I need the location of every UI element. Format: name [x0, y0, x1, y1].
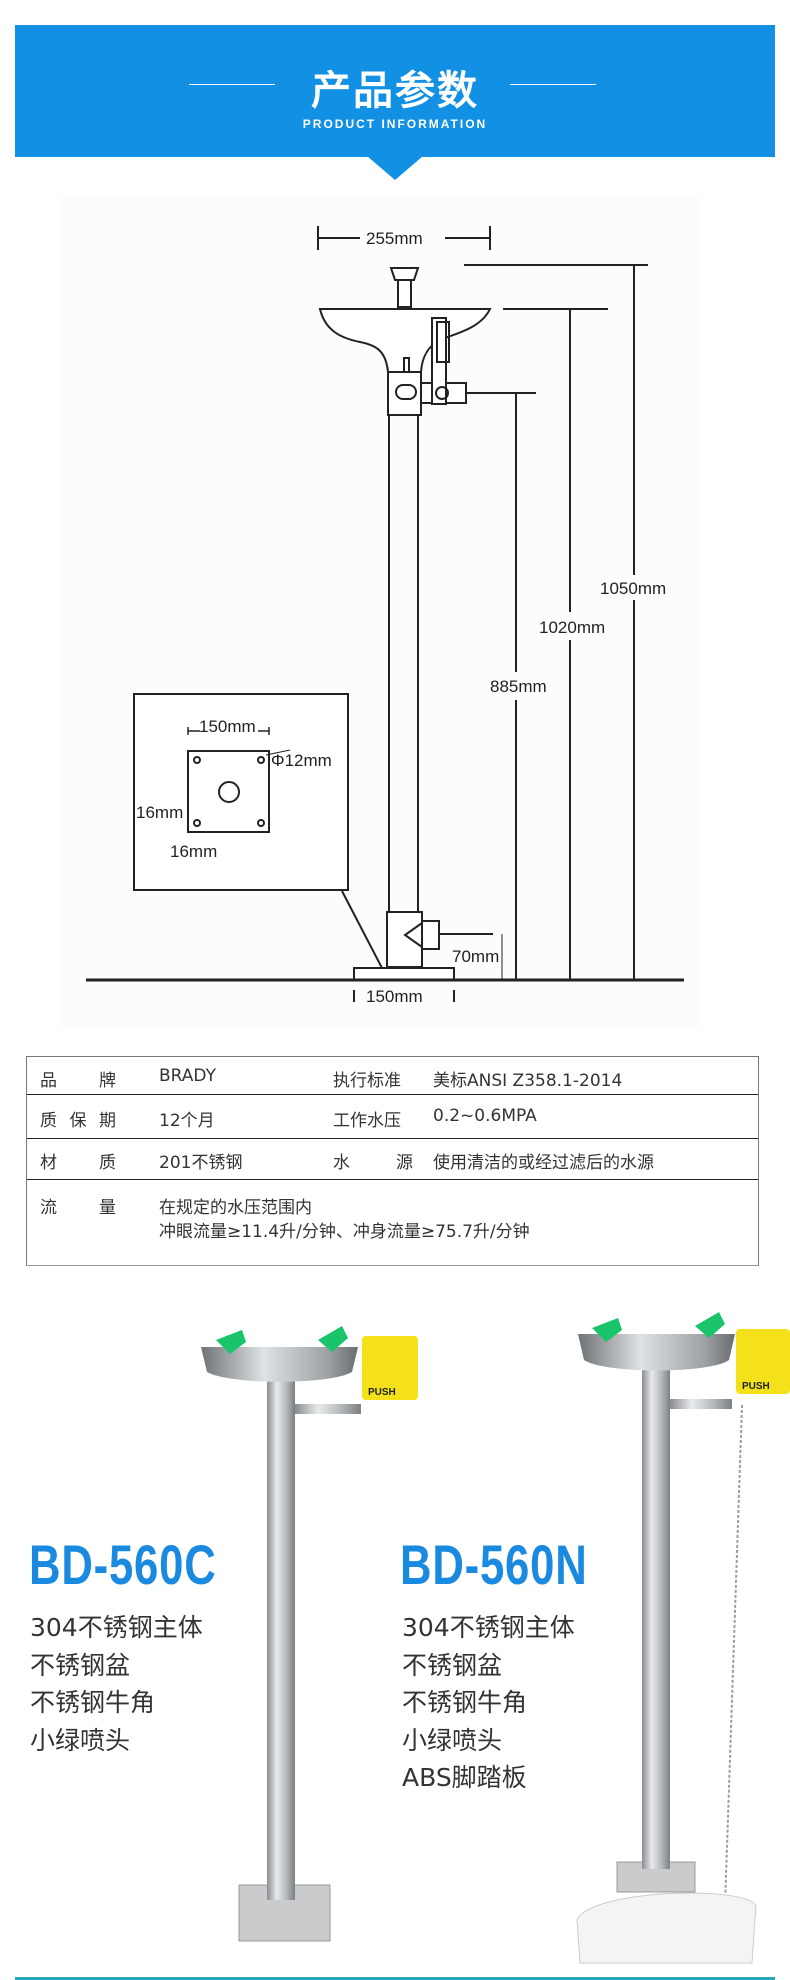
- feature-item: 不锈钢盆: [30, 1650, 131, 1680]
- pull-chain: [723, 1404, 743, 1936]
- dim-height-total: 1050mm: [600, 579, 666, 598]
- feature-list: 304不锈钢主体 不锈钢盆 不锈钢牛角 小绿喷头: [30, 1609, 203, 1759]
- row-value: 在规定的水压范围内: [159, 1198, 312, 1218]
- side-pipe: [670, 1399, 732, 1409]
- push-flag: [736, 1329, 790, 1394]
- dim-basin-width: 255mm: [366, 229, 423, 248]
- push-knob: [389, 267, 420, 281]
- header-banner: [15, 25, 775, 157]
- dimension-drawing: 255mm 1050mm 1020mm 885mm 70mm 150mm 150…: [60, 197, 700, 1027]
- dim-inlet-low: 70mm: [452, 947, 499, 966]
- green-spray-head: [695, 1312, 725, 1338]
- feature-item: 小绿喷头: [30, 1725, 131, 1755]
- pole: [267, 1380, 295, 1900]
- feature-item: 304不锈钢主体: [30, 1613, 203, 1642]
- spec-table: 品牌 BRADY 执行标准 美标ANSI Z358.1-2014 质保期 12个…: [26, 1056, 759, 1266]
- row-label: 品牌: [40, 1071, 116, 1091]
- basin: [201, 1347, 358, 1382]
- side-pipe: [295, 1404, 361, 1414]
- feature-item: ABS脚踏板: [402, 1763, 527, 1792]
- lower-tee: [386, 911, 423, 968]
- green-spray-head: [318, 1326, 348, 1352]
- dim-hole-diameter: Φ12mm: [271, 751, 332, 770]
- row-value: BRADY: [159, 1066, 216, 1086]
- section-title: 产品参数: [311, 68, 479, 114]
- row-value: 美标ANSI Z358.1-2014: [433, 1071, 623, 1091]
- basin: [578, 1334, 735, 1371]
- row-value-line2: 冲眼流量≥11.4升/分钟、冲身流量≥75.7升/分钟: [159, 1222, 530, 1242]
- title-divider-left: [189, 84, 275, 85]
- green-spray-head: [592, 1318, 622, 1342]
- dim-hole-offset-x: 16mm: [170, 842, 217, 861]
- green-spray-head: [216, 1330, 246, 1354]
- push-flag: [362, 1336, 418, 1400]
- product-bd560n-image: PUSH: [576, 1312, 790, 1964]
- feature-item: 不锈钢牛角: [402, 1688, 528, 1717]
- dim-height-basin: 1020mm: [539, 618, 605, 637]
- model-name: BD-560N: [400, 1533, 588, 1596]
- base-plate: [353, 967, 455, 981]
- row-label: 材质: [40, 1153, 116, 1173]
- foot-pedal: [576, 1892, 757, 1964]
- dim-base-width: 150mm: [366, 987, 423, 1006]
- table-row: 质保期 12个月 工作水压 0.2~0.6MPA: [27, 1094, 758, 1139]
- row-label: 流量: [40, 1198, 116, 1218]
- feature-item: 不锈钢盆: [402, 1650, 503, 1680]
- push-flag-label: PUSH: [742, 1381, 770, 1392]
- table-row: 流量 在规定的水压范围内 冲眼流量≥11.4升/分钟、冲身流量≥75.7升/分钟: [27, 1179, 758, 1265]
- feature-item: 不锈钢牛角: [30, 1688, 156, 1717]
- base-plate-inset: [133, 693, 349, 891]
- bottom-divider: [15, 1977, 775, 1980]
- feature-list: 304不锈钢主体 不锈钢盆 不锈钢牛角 小绿喷头 ABS脚踏板: [402, 1609, 575, 1797]
- product-bd560c-image: PUSH: [201, 1326, 418, 1942]
- table-row: 品牌 BRADY 执行标准 美标ANSI Z358.1-2014: [27, 1057, 758, 1095]
- dim-hole-offset-y: 16mm: [136, 803, 183, 822]
- dim-height-inlet: 885mm: [490, 677, 547, 696]
- push-flag-label: PUSH: [368, 1387, 396, 1398]
- row-label: 水源: [333, 1153, 413, 1173]
- product-photos: PUSH PUSH: [201, 1312, 790, 1964]
- row-value: 使用清洁的或经过滤后的水源: [433, 1153, 654, 1173]
- plate-outline: [187, 750, 270, 833]
- pole: [642, 1369, 670, 1869]
- row-value: 12个月: [159, 1111, 215, 1131]
- row-value: 201不锈钢: [159, 1153, 243, 1173]
- title-divider-right: [510, 84, 596, 85]
- row-label: 工作水压: [333, 1111, 401, 1131]
- row-label: 质保期: [40, 1111, 116, 1131]
- row-value: 0.2~0.6MPA: [433, 1106, 537, 1126]
- banner-pointer: [367, 156, 423, 180]
- dim-plate-width: 150mm: [199, 717, 256, 736]
- section-subtitle: PRODUCT INFORMATION: [302, 117, 488, 131]
- table-row: 材质 201不锈钢 水源 使用清洁的或经过滤后的水源: [27, 1138, 758, 1180]
- feature-item: 304不锈钢主体: [402, 1613, 575, 1642]
- model-name: BD-560C: [29, 1533, 217, 1596]
- feature-item: 小绿喷头: [402, 1725, 503, 1755]
- row-label: 执行标准: [333, 1071, 401, 1091]
